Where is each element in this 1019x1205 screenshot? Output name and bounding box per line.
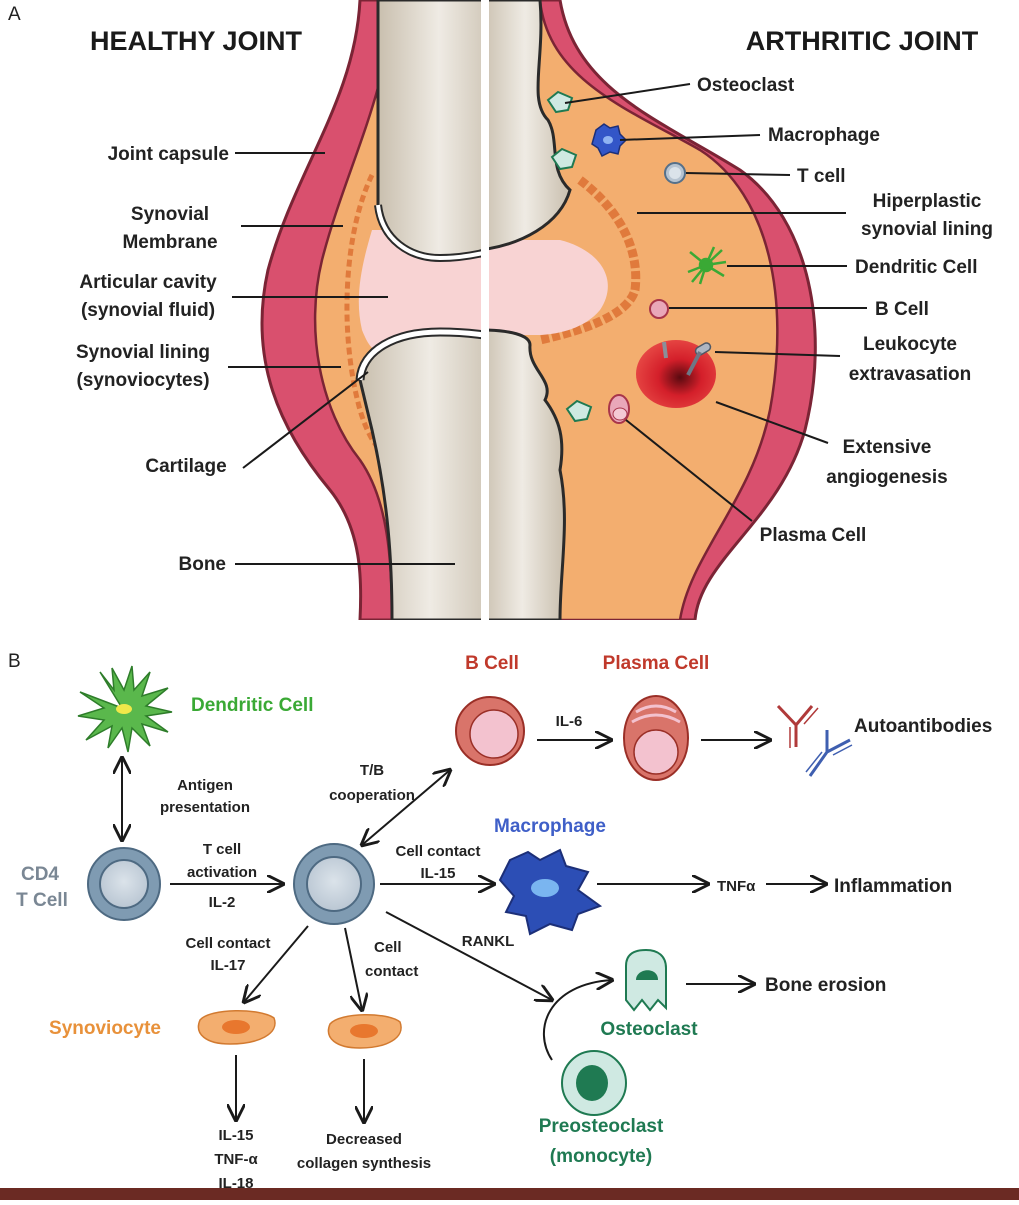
label-plasma-cell: Plasma Cell [760, 525, 867, 546]
label-cd4-1: CD4 [21, 864, 59, 885]
arrow-rankl [385, 911, 552, 1000]
leukocyte-cells [662, 341, 712, 376]
label-il6: IL-6 [556, 713, 583, 730]
label-autoantibodies: Autoantibodies [854, 716, 992, 737]
label-b-plasma-cell: Plasma Cell [603, 653, 710, 674]
label-out-il18: IL-18 [218, 1175, 253, 1192]
label-osteoclast: Osteoclast [697, 75, 795, 96]
label-cell-contact-1: Cell [374, 939, 402, 956]
label-t-cell: T cell [797, 166, 846, 187]
label-out-il15: IL-15 [218, 1127, 253, 1144]
panel-a-letter: A [8, 4, 21, 25]
eroded-lower-bone [489, 328, 566, 620]
macrophage-cell-b [498, 848, 603, 936]
label-b-osteoclast: Osteoclast [600, 1019, 698, 1040]
arthritic-joint-illustration [489, 0, 817, 620]
label-articular-cavity-2: (synovial fluid) [81, 300, 215, 321]
label-il2: IL-2 [209, 894, 236, 911]
panel-divider [481, 0, 489, 620]
dendritic-cell-a [687, 246, 727, 285]
label-b-synoviocyte: Synoviocyte [49, 1018, 161, 1039]
plasma-cell-a [608, 394, 630, 424]
arthritic-joint-title: ARTHRITIC JOINT [746, 26, 979, 56]
antibody-icon-blue [805, 730, 853, 777]
label-hiperplastic-2: synovial lining [861, 219, 993, 240]
dendritic-cell-b [77, 665, 173, 753]
label-b-cell: B Cell [875, 299, 929, 320]
synoviocyte-cell-1 [197, 1010, 276, 1045]
healthy-joint-illustration [260, 0, 481, 620]
label-preosteoclast-1: Preosteoclast [539, 1116, 664, 1137]
label-contact-il17-1: Cell contact [185, 935, 270, 952]
label-synovial-lining-1: Synovial lining [76, 342, 210, 363]
label-b-dendritic-cell: Dendritic Cell [191, 695, 313, 716]
label-cartilage: Cartilage [145, 456, 226, 477]
label-activation-1: T cell [203, 841, 241, 858]
label-tb-1: T/B [360, 762, 384, 779]
label-joint-capsule: Joint capsule [108, 144, 229, 165]
arrow-cell-contact-il17 [244, 925, 309, 1002]
arrow-preosteoclast-to-osteoclast [543, 980, 612, 1061]
label-bone-erosion: Bone erosion [765, 975, 886, 996]
label-activation-2: activation [187, 864, 257, 881]
label-hiperplastic-1: Hiperplastic [873, 191, 982, 212]
label-macrophage: Macrophage [768, 125, 880, 146]
label-decreased-1: Decreased [326, 1131, 402, 1148]
synoviocyte-cell-2 [327, 1014, 402, 1049]
b-cell-a [649, 299, 669, 319]
label-dendritic-cell: Dendritic Cell [855, 257, 977, 278]
label-inflammation: Inflammation [834, 876, 952, 897]
osteoclast-cell-b [625, 948, 667, 1012]
hyperplastic-lining [539, 176, 641, 345]
label-b-b-cell: B Cell [465, 653, 519, 674]
plasma-cell-b [623, 695, 689, 781]
label-leukocyte-1: Leukocyte [863, 334, 957, 355]
label-cd4-2: T Cell [16, 890, 68, 911]
synoviocyte-lining [344, 173, 381, 450]
label-antigen-1: Antigen [177, 777, 233, 794]
label-tb-2: cooperation [329, 787, 415, 804]
label-rankl: RANKL [462, 933, 515, 950]
label-out-tnfa: TNF-α [214, 1151, 258, 1168]
label-preosteoclast-2: (monocyte) [550, 1146, 652, 1167]
label-contact-il15-1: Cell contact [395, 843, 480, 860]
label-articular-cavity-1: Articular cavity [79, 272, 217, 293]
arthritic-labels: Osteoclast Macrophage T cell Hiperplasti… [564, 75, 993, 546]
footer-bar [0, 1188, 1019, 1200]
arrow-cell-contact [344, 927, 362, 1010]
arrow-tb-cooperation [362, 770, 450, 845]
label-angiogenesis-2: angiogenesis [826, 467, 947, 488]
antibody-icon-red [776, 704, 819, 748]
label-decreased-2: collagen synthesis [297, 1155, 431, 1172]
healthy-joint-title: HEALTHY JOINT [90, 26, 303, 56]
panel-b-letter: B [8, 651, 21, 672]
label-contact-il15-2: IL-15 [420, 865, 455, 882]
label-synovial-lining-2: (synoviocytes) [76, 370, 209, 391]
label-synovial-membrane-2: Membrane [122, 232, 217, 253]
b-cell-b [455, 696, 525, 766]
preosteoclast-cell [561, 1050, 627, 1116]
healthy-labels: Joint capsule Synovial Membrane Articula… [76, 144, 455, 575]
label-contact-il17-2: IL-17 [210, 957, 245, 974]
label-antigen-2: presentation [160, 799, 250, 816]
label-synovial-membrane-1: Synovial [131, 204, 209, 225]
activated-t-cell [293, 843, 375, 925]
label-bone: Bone [179, 554, 227, 575]
label-angiogenesis-1: Extensive [843, 437, 932, 458]
label-leukocyte-2: extravasation [849, 364, 972, 385]
cd4-t-cell [87, 847, 161, 921]
osteoclast-cells [546, 90, 593, 423]
label-cell-contact-2: contact [365, 963, 418, 980]
label-b-macrophage: Macrophage [494, 816, 606, 837]
label-tnfa: TNFα [717, 878, 756, 895]
